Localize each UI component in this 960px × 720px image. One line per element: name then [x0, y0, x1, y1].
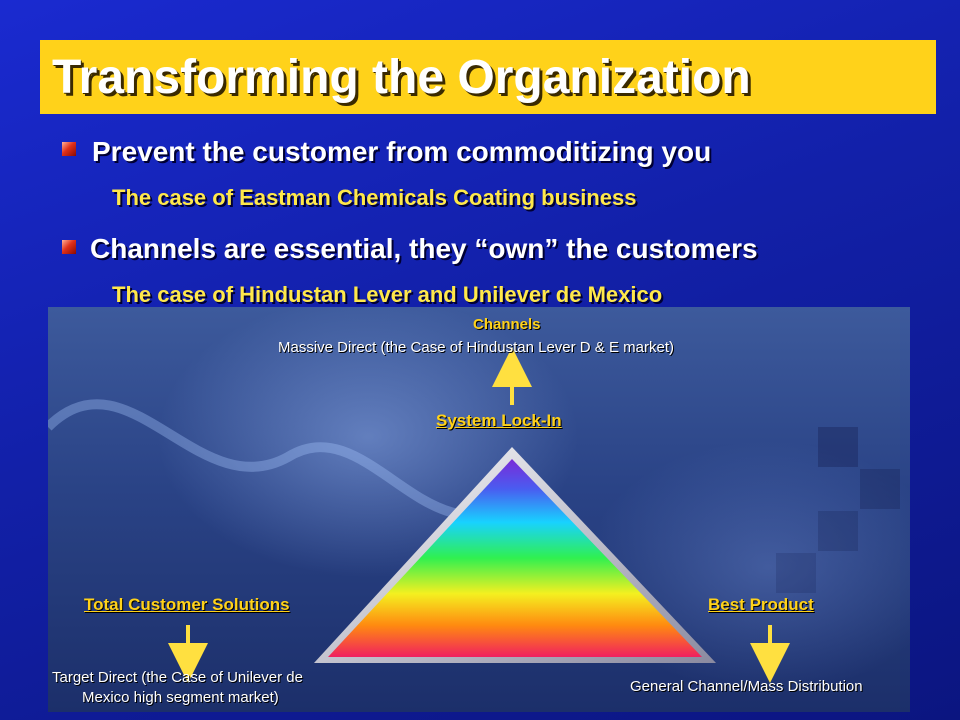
pyramid-diagram: Channels Massive Direct (the Case of Hin… — [48, 307, 910, 712]
total-customer-solutions-label: Total Customer Solutions — [84, 595, 290, 614]
bullet-1-sub: The case of Eastman Chemicals Coating bu… — [112, 185, 637, 210]
bullet-square-icon — [62, 142, 76, 156]
tile-decoration — [818, 427, 858, 467]
pyramid-rainbow-fill — [328, 459, 702, 657]
best-product-label: Best Product — [708, 595, 814, 614]
target-direct-desc-line1: Target Direct (the Case of Unilever de — [52, 669, 303, 686]
wave-decoration — [48, 399, 522, 520]
bullet-2-text: Channels are essential, they “own” the c… — [90, 233, 758, 264]
tile-decoration — [860, 469, 900, 509]
bullet-square-icon — [62, 240, 76, 254]
tile-decoration — [818, 511, 858, 551]
general-channel-desc: General Channel/Mass Distribution — [630, 678, 863, 695]
system-lock-in-label: System Lock-In — [436, 411, 562, 430]
target-direct-desc-line2: Mexico high segment market) — [82, 689, 279, 706]
channels-desc: Massive Direct (the Case of Hindustan Le… — [278, 339, 674, 356]
pyramid-graphic — [48, 347, 900, 683]
bullet-1-text: Prevent the customer from commoditizing … — [92, 136, 712, 167]
tile-decoration — [776, 553, 816, 593]
bullet-2-sub: The case of Hindustan Lever and Unilever… — [112, 282, 663, 307]
channels-heading: Channels — [473, 316, 541, 333]
title-bar: Transforming the Organization — [40, 40, 936, 114]
slide-title: Transforming the Organization — [52, 51, 751, 104]
